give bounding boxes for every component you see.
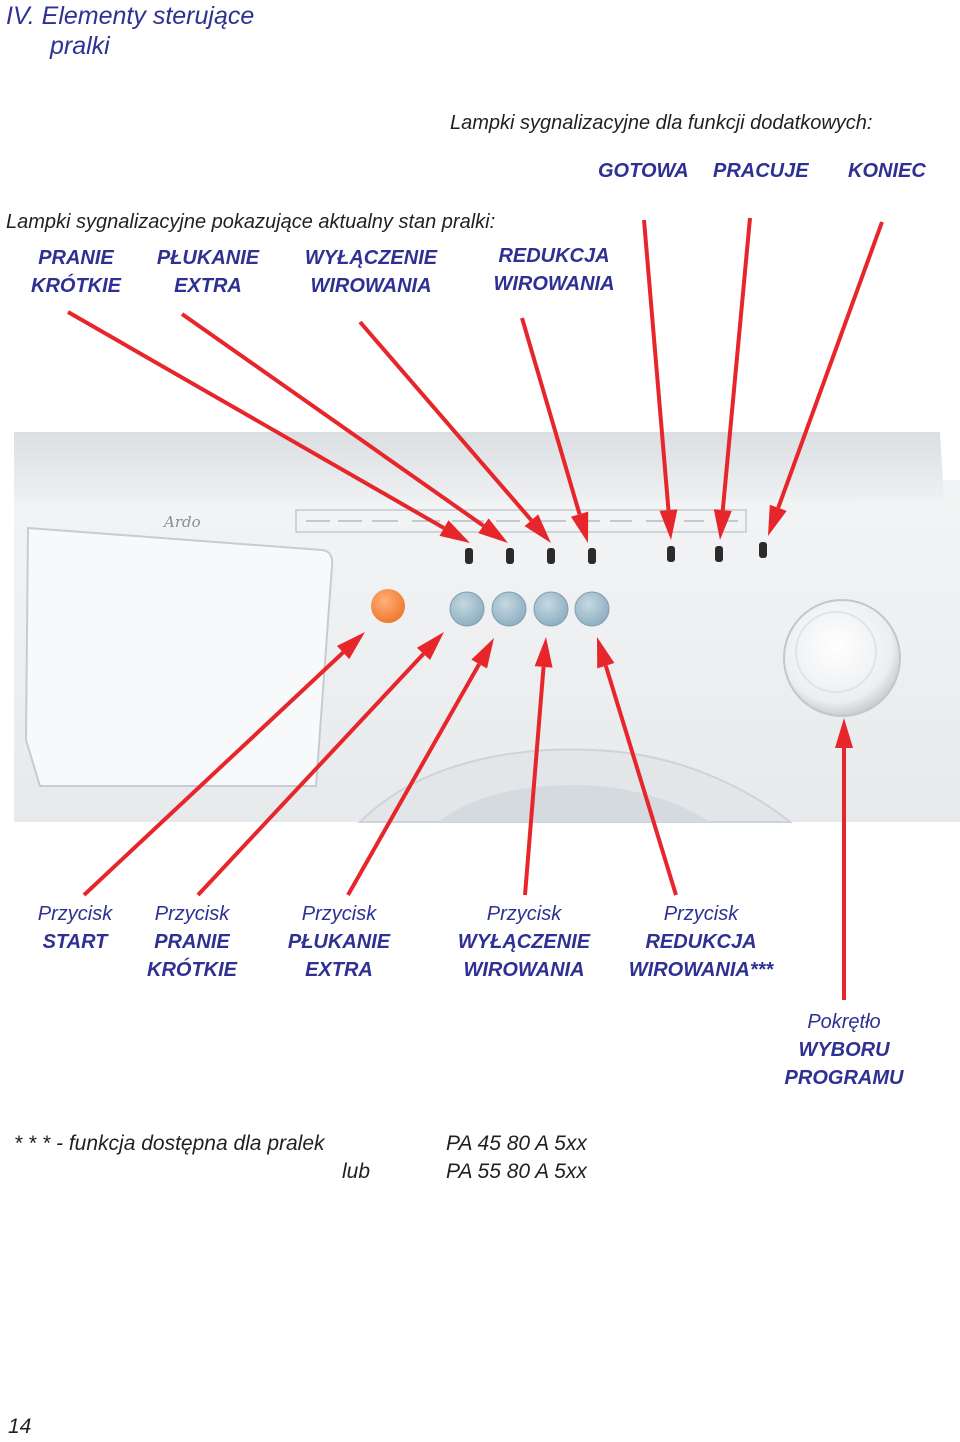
lamp-label-line: PRANIE: [38, 247, 114, 269]
lamp-label-line: WIROWANIA: [493, 273, 615, 295]
label-name-line2: EXTRA: [305, 959, 373, 981]
redukcja-wirowania-button[interactable]: [574, 591, 610, 627]
page-title: IV. Elementy sterujące: [6, 2, 255, 30]
label-name-line2: KRÓTKIE: [147, 959, 237, 981]
label-program-knob: Pokrętło WYBORU PROGRAMU: [760, 1008, 928, 1092]
lamp-label-wylaczenie-wirowania: WYŁĄCZENIE WIROWANIA: [286, 244, 456, 300]
pranie-krotkie-button[interactable]: [449, 591, 485, 627]
label-wylaczenie-wirowania-button: Przycisk WYŁĄCZENIE WIROWANIA: [434, 900, 614, 984]
program-knob[interactable]: [783, 599, 901, 717]
label-name: START: [42, 931, 108, 953]
label-name-line2: WIROWANIA***: [628, 959, 774, 981]
label-pranie-krotkie-button: Przycisk PRANIE KRÓTKIE: [130, 900, 254, 984]
lamp-koniec: [759, 542, 767, 558]
machine-top: [14, 432, 944, 502]
label-koniec: KONIEC: [848, 160, 926, 182]
label-pracuje: PRACUJE: [713, 160, 809, 182]
state-heading: Lampki sygnalizacyjne pokazujące aktualn…: [6, 211, 496, 233]
model-item: PA 55 80 A 5xx: [446, 1160, 587, 1183]
label-name-line2: WIROWANIA: [463, 959, 585, 981]
footnote-line1: * * * - funkcja dostępna dla pralek: [14, 1132, 325, 1155]
lamp-pracuje: [715, 546, 723, 562]
label-name: PŁUKANIE: [287, 931, 391, 953]
lamp-label-line: EXTRA: [174, 275, 242, 297]
label-name: WYŁĄCZENIE: [457, 931, 591, 953]
lamp-pranie-krotkie: [465, 548, 473, 564]
panel-brand: Ardo: [162, 513, 201, 531]
label-prefix: Przycisk: [301, 903, 377, 925]
label-name: PRANIE: [154, 931, 230, 953]
start-button[interactable]: [371, 589, 405, 623]
label-start-button: Przycisk START: [20, 900, 130, 956]
label-prefix: Pokrętło: [807, 1011, 881, 1033]
lamp-label-line: WIROWANIA: [310, 275, 432, 297]
plukanie-extra-button[interactable]: [491, 591, 527, 627]
footnote: * * * - funkcja dostępna dla pralek lub: [14, 1130, 370, 1186]
label-prefix: Przycisk: [663, 903, 739, 925]
lamp-gotowa: [667, 546, 675, 562]
label-name-line2: PROGRAMU: [784, 1067, 904, 1089]
lamp-label-line: REDUKCJA: [498, 245, 610, 267]
page-title-line2: pralki: [50, 32, 110, 60]
label-gotowa: GOTOWA: [598, 160, 689, 182]
label-redukcja-wirowania-button: Przycisk REDUKCJA WIROWANIA***: [610, 900, 792, 984]
lamp-wylaczenie-wirowania: [547, 548, 555, 564]
footnote-line2: lub: [341, 1160, 370, 1183]
lamp-label-plukanie-extra: PŁUKANIE EXTRA: [138, 244, 278, 300]
lamp-label-pranie-krotkie: PRANIE KRÓTKIE: [16, 244, 136, 300]
page-number: 14: [8, 1415, 32, 1438]
extra-functions-heading: Lampki sygnalizacyjne dla funkcji dodatk…: [450, 112, 873, 134]
lamp-label-line: PŁUKANIE: [156, 247, 260, 269]
label-prefix: Przycisk: [154, 903, 230, 925]
lamp-redukcja-wirowania: [588, 548, 596, 564]
model-item: PA 45 80 A 5xx: [446, 1132, 587, 1155]
label-prefix: Przycisk: [486, 903, 562, 925]
model-list: PA 45 80 A 5xx PA 55 80 A 5xx: [446, 1130, 587, 1186]
lamp-label-redukcja-wirowania: REDUKCJA WIROWANIA: [474, 242, 634, 298]
label-plukanie-extra-button: Przycisk PŁUKANIE EXTRA: [266, 900, 412, 984]
lamp-label-line: WYŁĄCZENIE: [304, 247, 438, 269]
lamp-plukanie-extra: [506, 548, 514, 564]
label-prefix: Przycisk: [37, 903, 113, 925]
detergent-drawer: [24, 526, 334, 787]
label-name: REDUKCJA: [645, 931, 757, 953]
label-name: WYBORU: [798, 1039, 890, 1061]
wylaczenie-wirowania-button[interactable]: [533, 591, 569, 627]
lamp-label-line: KRÓTKIE: [31, 275, 121, 297]
